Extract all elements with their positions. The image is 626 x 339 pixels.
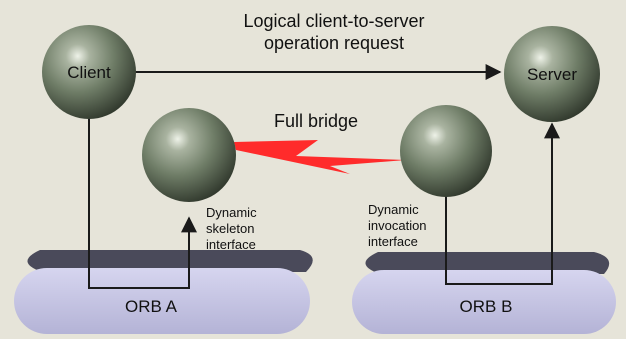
dii-to-server-path	[445, 122, 560, 285]
dii-label-line-2: invocation	[368, 218, 427, 233]
client-sphere	[42, 25, 136, 119]
dsi-label-line-2: skeleton	[206, 221, 254, 236]
dsi-sphere	[142, 108, 236, 202]
orb-b-top-band	[365, 252, 610, 274]
orb-b-platform: ORB B	[352, 252, 616, 334]
dii-label-line-3: interface	[368, 234, 418, 249]
server-label: Server	[527, 65, 577, 84]
dsi-label-line-3: interface	[206, 237, 256, 252]
orb-a-top-band	[27, 250, 313, 272]
dii-label-line-1: Dynamic	[368, 202, 419, 217]
orb-a-platform: ORB A	[14, 250, 313, 334]
dii-sphere	[400, 105, 492, 197]
server-sphere	[504, 26, 600, 122]
client-label: Client	[67, 63, 111, 82]
full-bridge-lightning	[234, 140, 406, 174]
full-bridge-label: Full bridge	[274, 111, 358, 131]
orb-b-label: ORB B	[460, 297, 513, 316]
title-line-1: Logical client-to-server	[243, 11, 424, 31]
dsi-label-line-1: Dynamic	[206, 205, 257, 220]
client-to-orb-a-path	[88, 118, 197, 289]
orb-b-body	[352, 270, 616, 334]
orb-a-label: ORB A	[125, 297, 178, 316]
title-line-2: operation request	[264, 33, 404, 53]
